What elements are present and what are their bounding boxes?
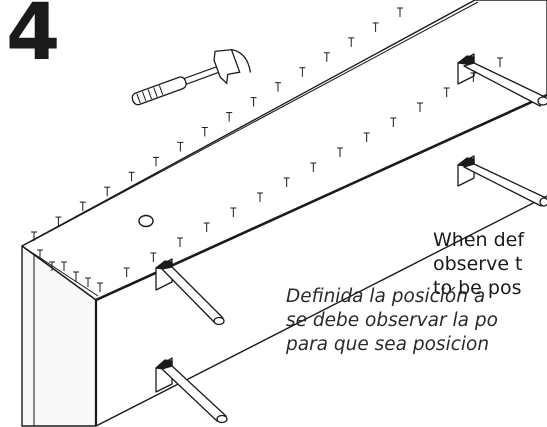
step-number: 4 — [6, 0, 61, 78]
instruction-spanish-line-2: se debe observar la po — [286, 310, 498, 331]
instruction-english-line-3: to be pos — [433, 277, 522, 299]
instruction-spanish: Definida la posición a se debe observar … — [286, 285, 498, 357]
instruction-spanish-line-3: para que sea posicion — [286, 334, 490, 355]
leg-back-upper — [457, 53, 547, 107]
dowel-hole — [138, 214, 154, 228]
leg-front-lower — [155, 357, 228, 424]
leg-front-upper — [155, 258, 225, 326]
instruction-spanish-line-1: Definida la posición a — [286, 286, 486, 307]
leg-back-lower — [457, 155, 547, 207]
nails — [31, 7, 503, 292]
instruction-english: When def observe t to be pos — [433, 228, 524, 300]
legs — [155, 53, 547, 424]
instruction-english-line-1: When def — [433, 229, 525, 251]
panel-top-inner — [24, 247, 99, 297]
hammer-icon — [131, 48, 252, 106]
cabinet-bottom-edge — [95, 195, 547, 427]
instruction-english-line-2: observe t — [433, 253, 523, 275]
rim-edge — [29, 1, 479, 243]
